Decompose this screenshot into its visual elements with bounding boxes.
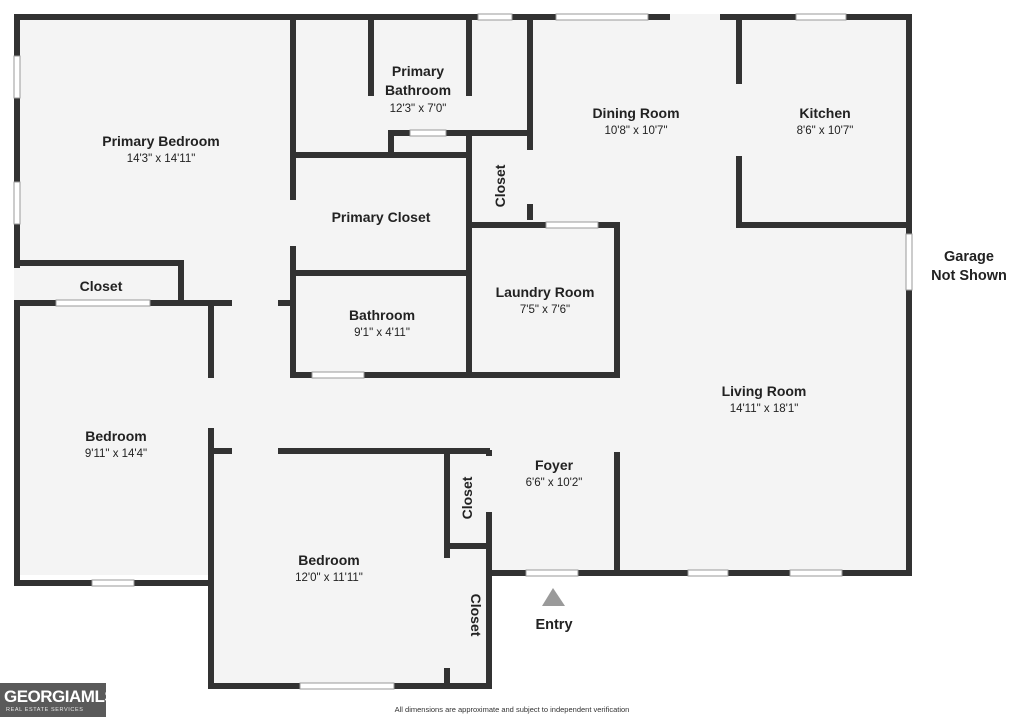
- garage-label-line1: Garage: [944, 249, 994, 265]
- foyer-dims: 6'6" x 10'2": [526, 477, 583, 489]
- primary-closet-name: Primary Closet: [332, 209, 431, 225]
- disclaimer-text: All dimensions are approximate and subje…: [395, 705, 630, 714]
- primary-bathroom-name-line1: Primary: [392, 63, 444, 79]
- garage-label-line2: Not Shown: [931, 268, 1007, 284]
- primary-bedroom-name: Primary Bedroom: [102, 133, 219, 149]
- laundry-room-name: Laundry Room: [496, 284, 595, 300]
- bedroom-lower-dims: 12'0" x 11'11": [295, 572, 363, 584]
- laundry-room-dims: 7'5" x 7'6": [520, 304, 570, 316]
- dining-room-name: Dining Room: [592, 105, 679, 121]
- georgia-mls-logo: GEORGIAMLS REAL ESTATE SERVICES: [0, 683, 116, 717]
- door-openings: [14, 14, 720, 668]
- entry-arrow-icon: [542, 588, 565, 606]
- primary-bathroom-dims: 12'3" x 7'0": [390, 103, 447, 115]
- bathroom-dims: 9'1" x 4'11": [354, 327, 410, 339]
- primary-bedroom-dims: 14'3" x 14'11": [127, 153, 196, 165]
- logo-name: GEORGIAMLS: [4, 687, 116, 706]
- floor-areas: [15, 15, 910, 688]
- closet-hall-label: Closet: [492, 164, 508, 207]
- dining-room-dims: 10'8" x 10'7": [604, 125, 667, 137]
- closet-primary-bedroom-label: Closet: [80, 278, 123, 294]
- kitchen-dims: 8'6" x 10'7": [797, 125, 854, 137]
- foyer-name: Foyer: [535, 457, 574, 473]
- living-room-name: Living Room: [722, 383, 807, 399]
- room-labels: Primary Bedroom 14'3" x 14'11" Primary B…: [80, 63, 854, 637]
- closet-bedroom-lower-label: Closet: [468, 594, 484, 637]
- logo-tagline: REAL ESTATE SERVICES: [6, 707, 84, 713]
- windows: [13, 13, 913, 690]
- living-room-dims: 14'11" x 18'1": [730, 403, 799, 415]
- entry-label: Entry: [535, 617, 572, 633]
- bedroom-left-name: Bedroom: [85, 428, 146, 444]
- primary-bathroom-name-line2: Bathroom: [385, 82, 451, 98]
- bedroom-lower-name: Bedroom: [298, 552, 359, 568]
- bedroom-left-dims: 9'11" x 14'4": [85, 448, 147, 460]
- closet-foyer-label: Closet: [459, 476, 475, 519]
- kitchen-name: Kitchen: [799, 105, 850, 121]
- bathroom-name: Bathroom: [349, 307, 415, 323]
